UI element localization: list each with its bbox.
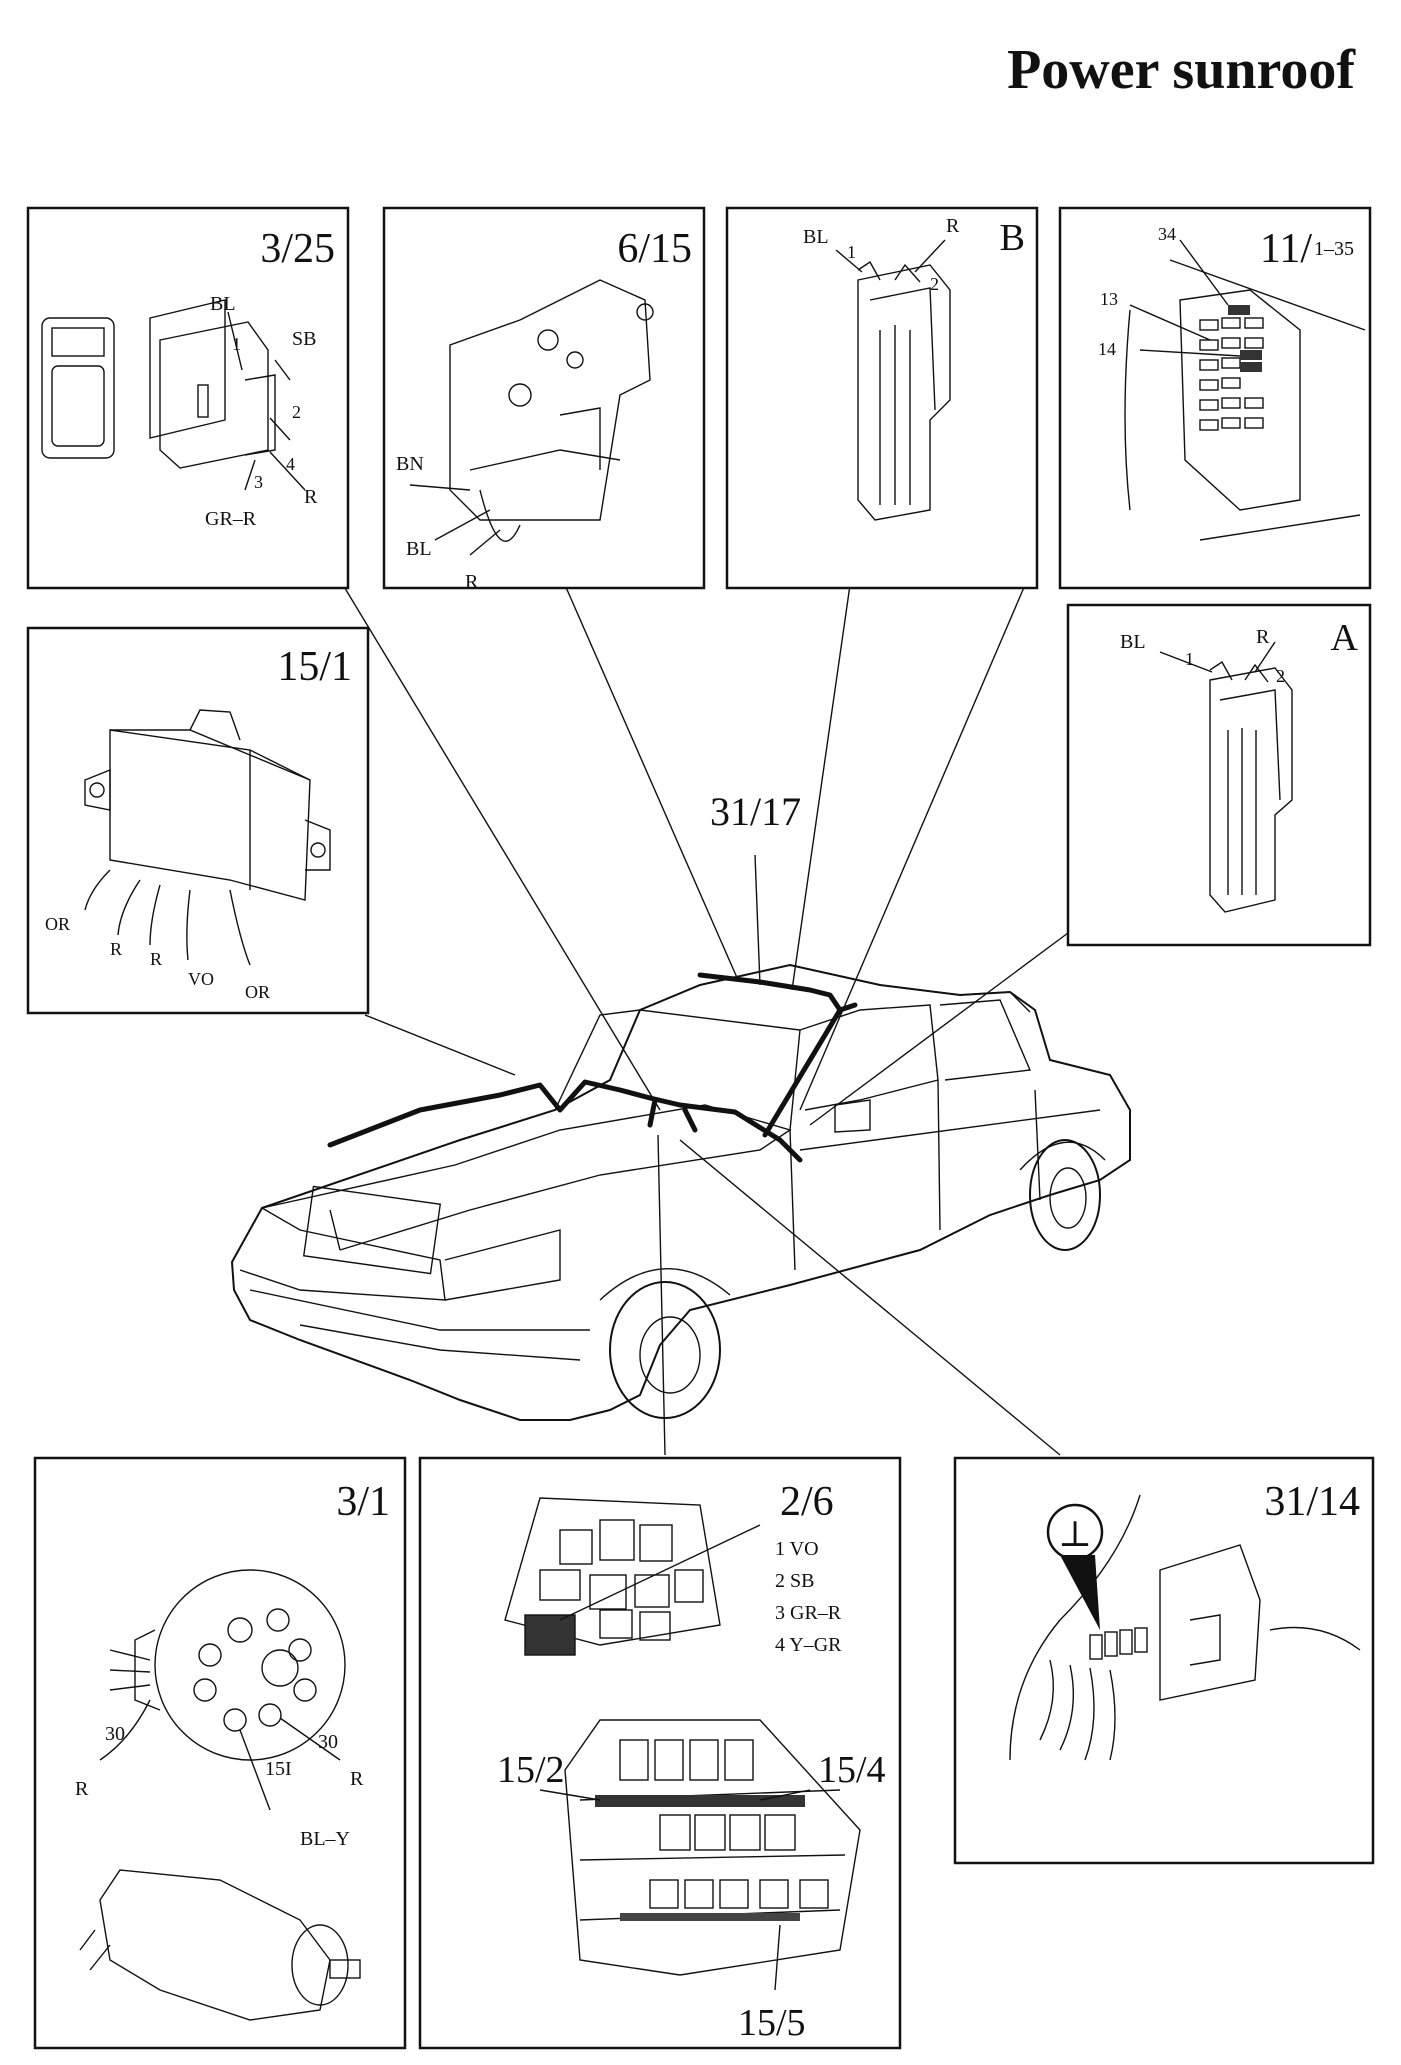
svg-text:⊥: ⊥ [1058, 1514, 1092, 1554]
svg-text:3: 3 [254, 472, 263, 492]
panel-id: 3/25 [260, 226, 335, 272]
svg-text:15/2: 15/2 [497, 1749, 565, 1791]
svg-text:2: 2 [930, 274, 939, 294]
svg-text:BN: BN [396, 453, 424, 475]
svg-text:6/15: 6/15 [617, 226, 692, 272]
svg-text:1 VO: 1 VO [775, 1538, 819, 1560]
svg-text:BL–Y: BL–Y [300, 1828, 350, 1850]
svg-text:R: R [465, 571, 479, 593]
panel-15-1: 15/1 OR R R VO OR [26, 626, 370, 1015]
panel-11: 11/ 1–35 34 13 14 [1058, 206, 1372, 590]
car-illustration [230, 963, 1131, 1421]
svg-text:R: R [946, 215, 960, 237]
svg-text:OR: OR [245, 982, 270, 1002]
panel-6-15: 6/15 BN BL R [382, 206, 706, 593]
svg-text:15/1: 15/1 [277, 644, 352, 690]
panel-b: B BL 1 R 2 [725, 206, 1039, 590]
svg-text:VO: VO [188, 969, 214, 989]
panel-3-1: 3/1 30 30 R 15I R BL–Y [33, 1456, 407, 2050]
svg-text:BL: BL [1120, 631, 1146, 653]
svg-text:2: 2 [292, 402, 301, 422]
svg-text:A: A [1331, 617, 1359, 659]
svg-text:1: 1 [232, 334, 241, 354]
svg-text:1–35: 1–35 [1314, 238, 1354, 260]
svg-text:R: R [110, 939, 122, 959]
panel-31-14: 31/14 ⊥ [953, 1456, 1375, 1865]
svg-text:OR: OR [45, 914, 70, 934]
panel-2-6: 2/6 1 VO 2 SB 3 GR–R 4 Y–GR [418, 1456, 902, 2050]
wiring-harness [327, 972, 858, 1163]
svg-text:R: R [350, 1768, 364, 1790]
svg-text:11/: 11/ [1260, 226, 1312, 272]
svg-text:15/5: 15/5 [738, 2002, 806, 2044]
svg-text:2: 2 [1276, 666, 1285, 686]
svg-text:3 GR–R: 3 GR–R [775, 1602, 842, 1624]
page-title: Power sunroof [1007, 39, 1356, 101]
panel-3-25: 3/25 BL SB 1 2 4 3 R GR–R [26, 206, 350, 590]
svg-text:R: R [75, 1778, 89, 1800]
panel-a: A BL 1 R 2 [1066, 603, 1372, 947]
svg-text:34: 34 [1158, 224, 1176, 244]
svg-text:1: 1 [847, 242, 856, 262]
svg-text:30: 30 [318, 1731, 338, 1753]
leader-lines [339, 579, 1073, 1456]
callout-31-17: 31/17 [710, 789, 801, 834]
svg-text:3/1: 3/1 [336, 1479, 390, 1525]
svg-text:15/4: 15/4 [818, 1749, 886, 1791]
svg-text:GR–R: GR–R [205, 508, 257, 530]
svg-text:2/6: 2/6 [780, 1479, 834, 1525]
svg-text:BL: BL [803, 226, 829, 248]
svg-text:31/14: 31/14 [1264, 1479, 1360, 1525]
svg-text:30: 30 [105, 1723, 125, 1745]
svg-text:4 Y–GR: 4 Y–GR [775, 1634, 842, 1656]
svg-text:13: 13 [1100, 289, 1118, 309]
svg-text:B: B [1000, 217, 1025, 259]
svg-text:15I: 15I [265, 1758, 292, 1780]
svg-text:1: 1 [1185, 649, 1194, 669]
svg-text:SB: SB [292, 328, 316, 350]
svg-text:R: R [304, 486, 318, 508]
svg-text:BL: BL [210, 293, 236, 315]
svg-text:4: 4 [286, 454, 295, 474]
svg-text:R: R [150, 949, 162, 969]
svg-text:BL: BL [406, 538, 432, 560]
svg-text:2 SB: 2 SB [775, 1570, 814, 1592]
svg-text:R: R [1256, 626, 1270, 648]
svg-text:14: 14 [1098, 339, 1116, 359]
